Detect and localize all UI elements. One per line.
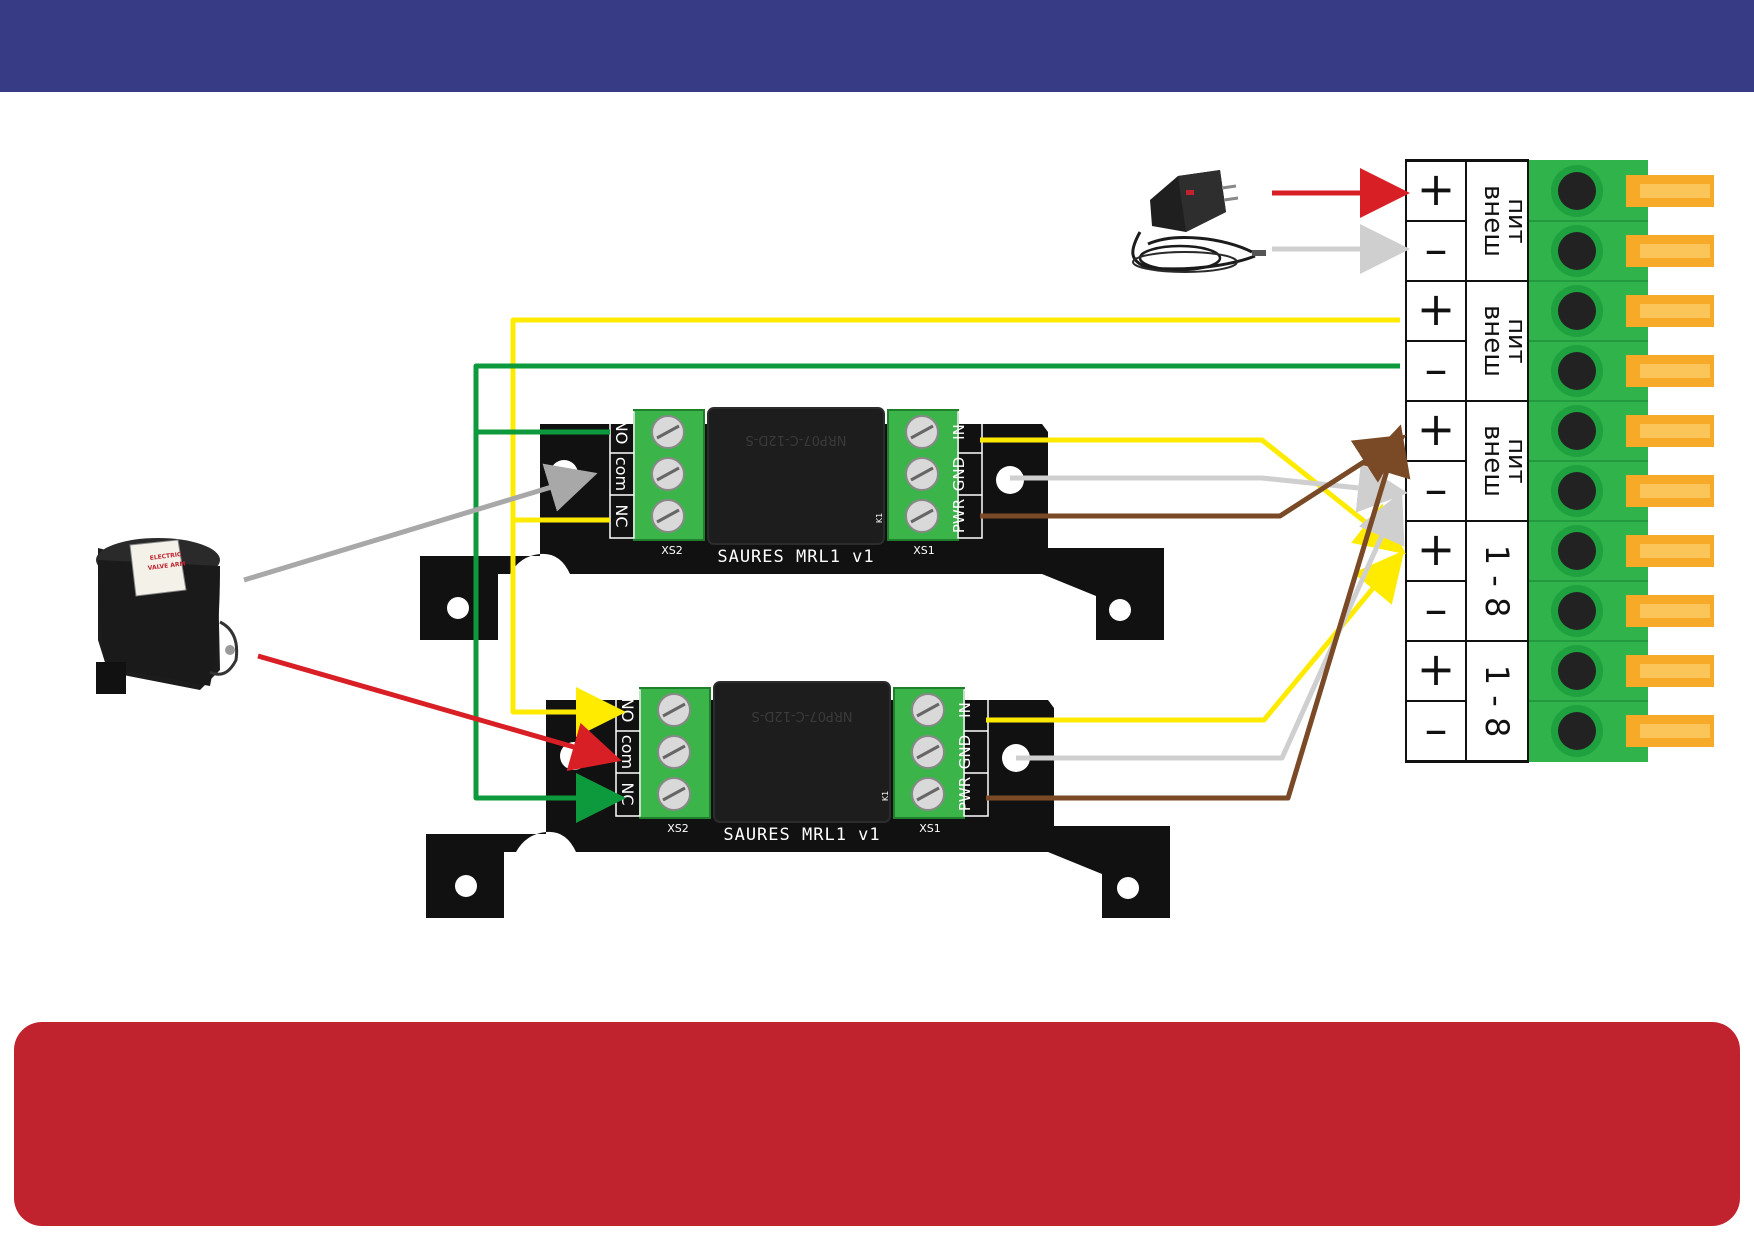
- wires: [243, 168, 1411, 801]
- terminal-pin-highlight: [1640, 664, 1710, 678]
- terminal-sign: –: [1425, 582, 1448, 636]
- k-label: K1: [875, 513, 884, 523]
- terminal-pin-highlight: [1640, 604, 1710, 618]
- pin-label: NO: [618, 698, 637, 723]
- relay-cube: [707, 407, 885, 545]
- terminal-sign-cell: [1405, 400, 1467, 462]
- terminal-group-line1: внеш: [1478, 425, 1508, 497]
- terminal-screw-hole: [1558, 712, 1596, 750]
- board-name: SAURES MRL1 v1: [717, 547, 874, 567]
- terminal-pin-highlight: [1640, 724, 1710, 738]
- pin-label: com: [618, 735, 637, 769]
- pin-label: NC: [612, 504, 631, 527]
- pin-label: GND: [950, 457, 968, 491]
- valve-label-line2: VALVE ARM: [147, 560, 186, 572]
- terminal-group-cell: [1465, 160, 1529, 282]
- xs-right-label: XS1: [913, 544, 935, 557]
- terminal-pin-highlight: [1640, 484, 1710, 498]
- top-banner: [0, 0, 1754, 92]
- terminal-sign: +: [1417, 402, 1456, 456]
- pin-label: GND: [956, 735, 974, 769]
- terminal-group-line1: внеш: [1478, 305, 1508, 377]
- terminal-screw-hole: [1558, 532, 1596, 570]
- k-label: K1: [881, 791, 890, 801]
- terminal-sign-cell: [1405, 580, 1467, 642]
- board-name: SAURES MRL1 v1: [723, 825, 880, 845]
- terminal-group-cell: [1465, 280, 1529, 402]
- terminal-sign: +: [1417, 522, 1456, 576]
- terminal-sign-cell: [1405, 520, 1467, 582]
- terminal-screw-hole: [1558, 172, 1596, 210]
- terminal-sign-cell: [1405, 700, 1467, 762]
- terminal-sign: +: [1417, 642, 1456, 696]
- wire-yellow-plus: [510, 317, 1400, 712]
- power-adapter-icon: [1131, 170, 1266, 273]
- wire-top-gnd: [1010, 463, 1408, 513]
- terminal-group-line2: пит: [1503, 198, 1531, 243]
- wire-bottom-in: [986, 550, 1405, 723]
- relay-cube: [713, 681, 891, 823]
- terminal-group-line1: 1 - 8: [1478, 545, 1516, 618]
- electric-valve-icon: ELECTRIC VALVE ARM: [96, 538, 239, 694]
- terminal-sign: +: [1417, 162, 1456, 216]
- pin-label: PWR: [950, 499, 968, 533]
- wire-bottom-pwr: [986, 424, 1411, 801]
- pin-label: com: [612, 457, 631, 491]
- terminal-sign-cell: [1405, 640, 1467, 702]
- xs-left-label: XS2: [661, 544, 683, 557]
- relay-marking: NRP07-C-12D-S: [745, 432, 846, 447]
- pin-label: IN: [950, 424, 968, 440]
- terminal-sign: –: [1425, 222, 1448, 276]
- terminal-pin-highlight: [1640, 244, 1710, 258]
- terminal-group-line1: 1 - 8: [1478, 665, 1516, 738]
- wire-valve-gray: [243, 463, 598, 583]
- terminal-group-cell: [1465, 400, 1529, 522]
- relay-board-top: NRP07-C-12D-S: [420, 407, 1164, 640]
- terminal-screw-hole: [1558, 592, 1596, 630]
- pin-label: NC: [618, 782, 637, 805]
- terminal-sign: –: [1425, 702, 1448, 756]
- terminal-pin-highlight: [1640, 424, 1710, 438]
- pin-label: IN: [956, 702, 974, 718]
- relay-marking: NRP07-C-12D-S: [751, 708, 852, 723]
- xs-right-label: XS1: [919, 822, 941, 835]
- terminal-screw-hole: [1558, 232, 1596, 270]
- valve-label-line1: ELECTRIC: [149, 551, 182, 562]
- terminal-sign: –: [1425, 342, 1448, 396]
- wire-bottom-gnd: [1016, 490, 1405, 761]
- wire-valve-red: [257, 653, 622, 771]
- pin-label: NO: [612, 420, 631, 445]
- terminal-group-line1: внеш: [1478, 185, 1508, 257]
- terminal-sign-cell: [1405, 460, 1467, 522]
- terminal-group-line2: пит: [1503, 318, 1531, 363]
- bottom-panel: [14, 1022, 1740, 1226]
- wire-top-in: [980, 437, 1406, 555]
- terminal-pin-highlight: [1640, 304, 1710, 318]
- terminal-pin-highlight: [1640, 364, 1710, 378]
- terminal-sign-cell: [1405, 220, 1467, 282]
- xs-left-label: XS2: [667, 822, 689, 835]
- terminal-screw-hole: [1558, 352, 1596, 390]
- pin-label: PWR: [956, 777, 974, 811]
- terminal-pin-highlight: [1640, 544, 1710, 558]
- terminal-pin-highlight: [1640, 184, 1710, 198]
- terminal-screw-hole: [1558, 412, 1596, 450]
- terminal-group-line2: пит: [1503, 438, 1531, 483]
- terminal-screw-hole: [1558, 292, 1596, 330]
- terminal-group-cell: [1465, 640, 1529, 762]
- terminal-screw-hole: [1558, 652, 1596, 690]
- wire-top-pwr: [980, 434, 1407, 519]
- terminal-sign: –: [1425, 462, 1448, 516]
- terminal-sign: +: [1417, 282, 1456, 336]
- terminal-screw-hole: [1558, 472, 1596, 510]
